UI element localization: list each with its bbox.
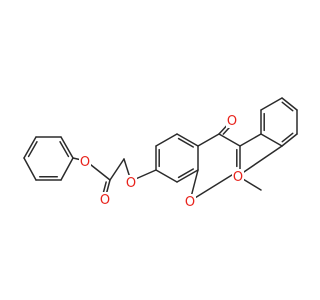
atom-O_methoxy: O [232, 169, 244, 185]
bond-c6-c5 [155, 133, 178, 147]
bond-b3-b4-double [59, 140, 70, 158]
bond-b6-b1 [23, 157, 37, 181]
bond-b3-b4 [60, 136, 74, 159]
atom-O_ester_carbonyl: O [99, 192, 111, 208]
atom-layer: O O O O O O [79, 113, 244, 210]
bond-b4-b5 [60, 157, 74, 181]
bond-r2-r3 [260, 97, 283, 111]
bond-c8-c7 [155, 169, 178, 183]
bond-c5-c4a-double [177, 137, 195, 148]
bond-layer [23, 97, 298, 202]
bond-c2-o1 [189, 169, 241, 202]
bond-c8a-c8 [176, 169, 199, 183]
atom-label-O_ester: O [80, 155, 90, 170]
atom-O_carbonyl_chromone: O [226, 113, 238, 129]
bond-r5-r6 [281, 133, 298, 147]
structure-canvas: O O O O O O [23, 97, 298, 210]
bond-r6-oMe [237, 145, 283, 177]
atom-label-O_ring: O [185, 195, 195, 210]
bond-r5-r6-double [281, 132, 294, 143]
bond-c5-c4a [176, 133, 199, 147]
bond-b1-b2-double [27, 140, 38, 158]
molecule-structure: O O O O O O [23, 97, 298, 210]
atom-label-O_ester_carbonyl: O [100, 193, 110, 208]
atom-O_ester: O [79, 154, 91, 170]
atom-label-O_ether: O [126, 176, 136, 191]
bond-c3-r1 [239, 133, 262, 147]
bond-c8a-c8-double [177, 168, 195, 179]
atom-O_ring: O [184, 194, 196, 210]
bond-b1-b2 [23, 136, 37, 159]
atom-label-O_carbonyl_chromone: O [227, 114, 237, 129]
atom-O_ether: O [125, 175, 137, 191]
atom-label-O_methoxy: O [233, 170, 243, 185]
bond-r3-r4-double [281, 101, 294, 112]
bond-r3-r4 [281, 97, 298, 111]
bond-cE-cA [109, 158, 125, 181]
bond-c4-c3 [218, 133, 241, 147]
bond-r6-r1 [260, 133, 283, 147]
bond-c4a-c4 [197, 133, 220, 147]
